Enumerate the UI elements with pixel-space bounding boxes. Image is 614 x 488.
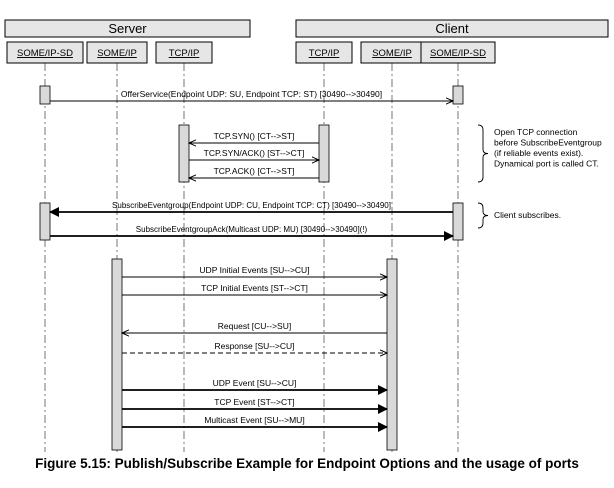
participant-label-s_sd: SOME/IP-SD	[17, 48, 73, 59]
activation-bar	[178, 124, 190, 183]
message-label-subscribe: SubscribeEventgroup(Endpoint UDP: CU, En…	[112, 201, 391, 210]
participant-label-c_sd: SOME/IP-SD	[430, 48, 486, 59]
participant-label-s_tcp: TCP/IP	[169, 48, 200, 59]
client-group-box	[295, 19, 609, 38]
activation-bar	[452, 85, 464, 105]
participant-label-c_ip: SOME/IP	[372, 48, 412, 59]
tcp-connection-note-line: Dynamical port is called CT.	[494, 159, 599, 169]
participant-label-c_tcp: TCP/IP	[309, 48, 340, 59]
message-label-response: Response [SU-->CU]	[214, 341, 294, 351]
participant-c_tcp	[295, 41, 353, 64]
tcp-connection-note-line: before SubscribeEventgroup	[494, 138, 602, 148]
message-label-tcp-event: TCP Event [ST-->CT]	[214, 397, 294, 407]
participant-s_sd	[6, 41, 84, 64]
message-label-tcp-syn-ack: TCP.SYN/ACK() [ST-->CT]	[204, 148, 305, 158]
client-subscribes-note-line: Client subscribes.	[494, 210, 561, 220]
activation-bar	[111, 258, 123, 451]
activation-bar	[318, 124, 330, 183]
figure-caption: Figure 5.15: Publish/Subscribe Example f…	[35, 456, 579, 471]
message-label-udp-initial: UDP Initial Events [SU-->CU]	[199, 265, 309, 275]
tcp-connection-note-line: Open TCP connection	[494, 127, 578, 137]
message-label-offer-service: OfferService(Endpoint UDP: SU, Endpoint …	[121, 89, 382, 99]
server-group-box	[4, 19, 251, 38]
activation-bar	[452, 202, 464, 241]
message-label-udp-event: UDP Event [SU-->CU]	[213, 378, 297, 388]
activation-bar	[39, 85, 51, 105]
message-label-tcp-ack: TCP.ACK() [CT-->ST]	[214, 166, 295, 176]
participant-label-s_ip: SOME/IP	[97, 48, 137, 59]
tcp-connection-note-line: (if reliable events exist).	[494, 148, 583, 158]
participant-c_sd	[420, 41, 496, 64]
message-label-tcp-syn: TCP.SYN() [CT-->ST]	[214, 131, 295, 141]
message-label-request: Request [CU-->SU]	[218, 321, 291, 331]
participant-s_tcp	[155, 41, 213, 64]
client-group-title: Client	[435, 21, 469, 36]
client-subscribes-note-brace	[477, 202, 489, 229]
activation-bar	[386, 258, 398, 451]
message-label-tcp-initial: TCP Initial Events [ST-->CT]	[201, 283, 308, 293]
activation-bar	[39, 202, 51, 241]
message-label-subscribe-ack: SubscribeEventgroupAck(Multicast UDP: MU…	[136, 225, 368, 234]
message-label-multicast-event: Multicast Event [SU-->MU]	[204, 415, 304, 425]
tcp-connection-note-brace	[477, 124, 489, 183]
participant-s_ip	[86, 41, 148, 64]
server-group-title: Server	[108, 21, 147, 36]
